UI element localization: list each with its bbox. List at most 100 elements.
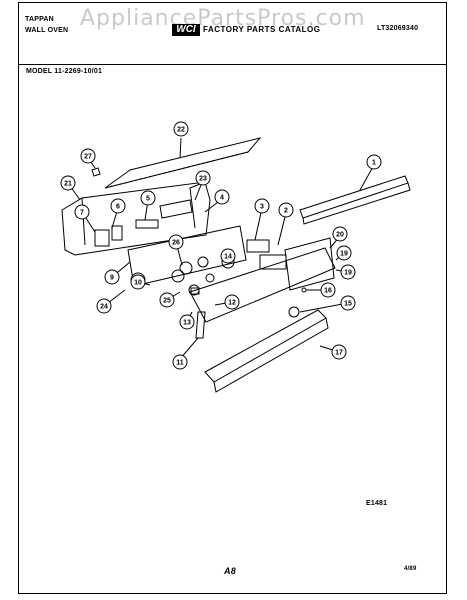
timer-module	[246, 239, 270, 253]
callout-17: 17	[331, 344, 347, 360]
knob-b	[179, 261, 193, 275]
callout-circle	[336, 245, 352, 261]
knob-c	[197, 256, 209, 268]
callout-label: 12	[228, 300, 236, 307]
control-panel	[127, 225, 247, 287]
panel-right	[284, 237, 335, 291]
page-number: A8	[224, 566, 236, 576]
callout-label: 24	[100, 304, 108, 311]
callout-label: 23	[199, 176, 207, 183]
top-panel	[104, 137, 262, 189]
top-trim	[299, 175, 409, 219]
callout-circle	[172, 354, 188, 370]
catalog-number: LT32069340	[377, 25, 419, 32]
callout-22: 22	[173, 121, 189, 137]
callout-19: 19	[336, 245, 352, 261]
callout-circle	[110, 198, 126, 214]
callout-5: 5	[140, 190, 156, 206]
callout-10: 10	[130, 274, 146, 290]
callout-label: 26	[172, 240, 180, 247]
callout-circle	[80, 148, 96, 164]
control-housing	[61, 181, 211, 256]
side-trim	[195, 311, 206, 339]
callout-24: 24	[96, 298, 112, 314]
callout-circle	[130, 274, 146, 290]
callout-circle	[220, 248, 236, 264]
callout-21: 21	[60, 175, 76, 191]
figure-code: E1481	[366, 500, 388, 507]
knob-e	[205, 273, 215, 283]
wci-logo: WCI	[172, 24, 200, 36]
knob-a	[171, 269, 185, 283]
callout-15: 15	[340, 295, 356, 311]
callout-circle	[214, 189, 230, 205]
callout-3: 3	[254, 198, 270, 214]
callout-7: 7	[74, 204, 90, 220]
relay-component	[94, 229, 110, 247]
callout-circle	[340, 264, 356, 280]
callout-circle	[224, 294, 240, 310]
bottom-trim	[204, 309, 327, 383]
callout-label: 1	[372, 160, 376, 167]
callout-label: 5	[146, 196, 150, 203]
callout-circle	[340, 295, 356, 311]
callout-label: 16	[324, 288, 332, 295]
revision-date: 4/89	[404, 566, 417, 572]
callout-18: 19	[340, 264, 356, 280]
callout-circle	[168, 234, 184, 250]
callout-circle	[278, 202, 294, 218]
callout-label: 17	[335, 350, 343, 357]
callout-circle	[331, 344, 347, 360]
callout-label: 13	[183, 320, 191, 327]
callout-14: 14	[220, 248, 236, 264]
callout-6: 6	[110, 198, 126, 214]
small-block	[190, 287, 200, 295]
callout-label: 19	[344, 270, 352, 277]
callout-label: 11	[176, 360, 184, 367]
callout-label: 25	[163, 298, 171, 305]
part-drawings	[61, 137, 411, 393]
callout-16: 16	[320, 282, 336, 298]
callout-label: 19	[340, 251, 348, 258]
knob	[288, 306, 300, 318]
screw	[301, 287, 307, 293]
callout-circle	[140, 190, 156, 206]
clip	[91, 167, 101, 177]
header-rule	[19, 64, 446, 65]
watermark: AppliancePartsPros.com	[80, 6, 366, 31]
callout-label: 7	[80, 210, 84, 217]
callout-circle	[366, 154, 382, 170]
brand-label: TAPPAN	[25, 16, 54, 23]
callout-1: 1	[366, 154, 382, 170]
switch-component	[111, 225, 123, 241]
callout-circle	[320, 282, 336, 298]
callout-circle	[195, 170, 211, 186]
callout-13: 13	[179, 314, 195, 330]
bracket	[159, 199, 193, 219]
callout-label: 3	[260, 204, 264, 211]
callout-27: 27	[80, 148, 96, 164]
callout-26: 26	[168, 234, 184, 250]
callout-label: 10	[134, 280, 142, 287]
callout-label: 6	[116, 204, 120, 211]
page-frame	[18, 2, 447, 594]
callout-label: 15	[344, 301, 352, 308]
callout-circle	[179, 314, 195, 330]
callout-circle	[60, 175, 76, 191]
callout-label: 22	[177, 127, 185, 134]
main-panel	[189, 247, 336, 323]
model-label: MODEL 11-2269-10/01	[26, 68, 103, 75]
callout-label: 4	[220, 195, 224, 202]
callout-11: 11	[172, 354, 188, 370]
callout-layer: 1234567891011121314151617191920212223242…	[60, 121, 382, 370]
callout-circle	[74, 204, 90, 220]
callout-label: 20	[336, 232, 344, 239]
callout-circle	[173, 121, 189, 137]
callout-circle	[159, 292, 175, 308]
callout-2: 2	[278, 202, 294, 218]
callout-circle	[104, 269, 120, 285]
callout-circle	[254, 198, 270, 214]
callout-9: 9	[104, 269, 120, 285]
callout-label: 27	[84, 154, 92, 161]
